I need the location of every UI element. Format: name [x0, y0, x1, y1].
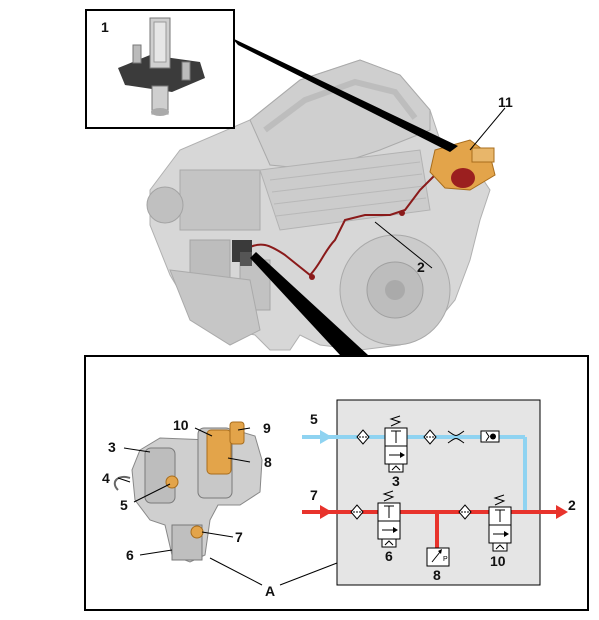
valve-assembly — [113, 421, 263, 563]
label-part-11: 11 — [498, 94, 513, 110]
throttle-symbol — [447, 430, 465, 444]
label-schematic-valve-8: 8 — [433, 567, 441, 583]
valve-leaders — [117, 427, 338, 586]
check-valve-symbol — [480, 430, 500, 443]
supply-line-red — [302, 505, 568, 548]
label-valve-4: 4 — [102, 470, 110, 486]
label-schematic-valve-6: 6 — [385, 548, 393, 564]
solenoid-valve-6 — [377, 490, 401, 548]
label-valve-7: 7 — [235, 529, 243, 545]
label-valve-5: 5 — [120, 497, 128, 513]
label-valve-8: 8 — [264, 454, 272, 470]
leader-inset-1 — [232, 38, 458, 152]
part-1-drawing — [118, 17, 205, 116]
label-valve-10: 10 — [173, 417, 189, 433]
actuator-11 — [429, 139, 496, 191]
label-schematic-in-5: 5 — [310, 411, 318, 427]
label-schematic-out-2: 2 — [568, 497, 576, 513]
pressure-switch-8 — [426, 547, 450, 567]
solenoid-valve-10 — [488, 494, 512, 552]
label-part-2: 2 — [417, 259, 425, 275]
leader-inset-a — [250, 252, 368, 355]
valve-block-small — [232, 240, 252, 266]
solenoid-valve-3 — [384, 415, 408, 473]
label-inset-1: 1 — [101, 19, 109, 35]
label-valve-9: 9 — [263, 420, 271, 436]
filter-symbol — [350, 429, 472, 520]
label-valve-6: 6 — [126, 547, 134, 563]
label-group-a: A — [265, 583, 275, 599]
air-pipe — [244, 169, 449, 277]
label-schematic-valve-3: 3 — [392, 473, 400, 489]
label-schematic-in-7: 7 — [310, 487, 318, 503]
label-schematic-valve-10: 10 — [490, 553, 506, 569]
label-pressure-p: P — [443, 556, 448, 563]
engine-illustration — [146, 59, 491, 351]
label-valve-3: 3 — [108, 439, 116, 455]
